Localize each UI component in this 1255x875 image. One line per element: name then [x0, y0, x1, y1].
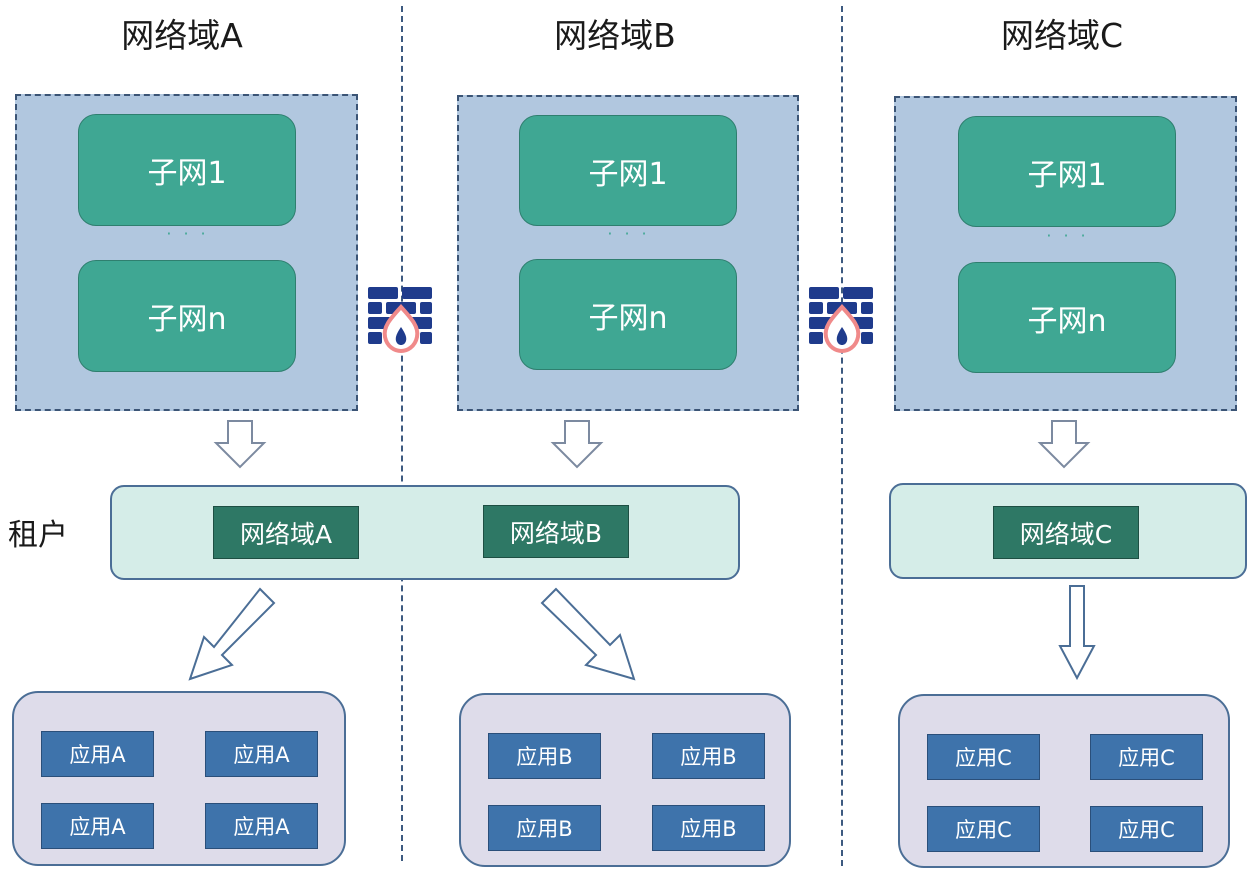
hollow-arrow-icon	[188, 587, 276, 681]
tenant-label: 租户	[8, 518, 68, 553]
domain-c-subnet-1: 子网1	[958, 116, 1176, 227]
tenant-domain-a-tag: 网络域A	[213, 506, 359, 559]
app-c-4: 应用C	[1090, 806, 1203, 852]
domain-b-subnet-n: 子网n	[519, 259, 737, 370]
domain-a-ellipsis: ···	[166, 224, 218, 243]
app-b-2: 应用B	[652, 733, 765, 779]
app-c-3: 应用C	[927, 806, 1040, 852]
app-c-2: 应用C	[1090, 734, 1203, 780]
hollow-arrow-icon	[1058, 585, 1096, 681]
app-b-3: 应用B	[488, 805, 601, 851]
hollow-arrow-icon	[540, 587, 636, 681]
domain-c-title: 网络域C	[1000, 16, 1124, 55]
domain-c-subnet-n: 子网n	[958, 262, 1176, 373]
firewall-icon	[809, 287, 873, 354]
tenant-box-ab	[110, 485, 740, 580]
app-a-3: 应用A	[41, 803, 154, 849]
firewall-icon	[368, 287, 432, 354]
domain-b-subnet-1: 子网1	[519, 115, 737, 226]
app-c-1: 应用C	[927, 734, 1040, 780]
hollow-arrow-icon	[550, 420, 604, 469]
app-a-2: 应用A	[205, 731, 318, 777]
domain-b-title: 网络域B	[554, 16, 676, 55]
hollow-arrow-icon	[213, 420, 267, 469]
app-a-4: 应用A	[205, 803, 318, 849]
separator-line-2	[841, 6, 843, 866]
app-a-1: 应用A	[41, 731, 154, 777]
hollow-arrow-icon	[1037, 420, 1091, 469]
tenant-domain-b-tag: 网络域B	[483, 505, 629, 558]
separator-line-1	[401, 6, 403, 861]
domain-c-ellipsis: ···	[1046, 226, 1098, 245]
domain-a-title: 网络域A	[121, 16, 243, 55]
app-b-4: 应用B	[652, 805, 765, 851]
domain-a-subnet-n: 子网n	[78, 260, 296, 372]
domain-b-ellipsis: ···	[607, 224, 659, 243]
app-b-1: 应用B	[488, 733, 601, 779]
domain-a-subnet-1: 子网1	[78, 114, 296, 226]
tenant-domain-c-tag: 网络域C	[993, 506, 1139, 559]
